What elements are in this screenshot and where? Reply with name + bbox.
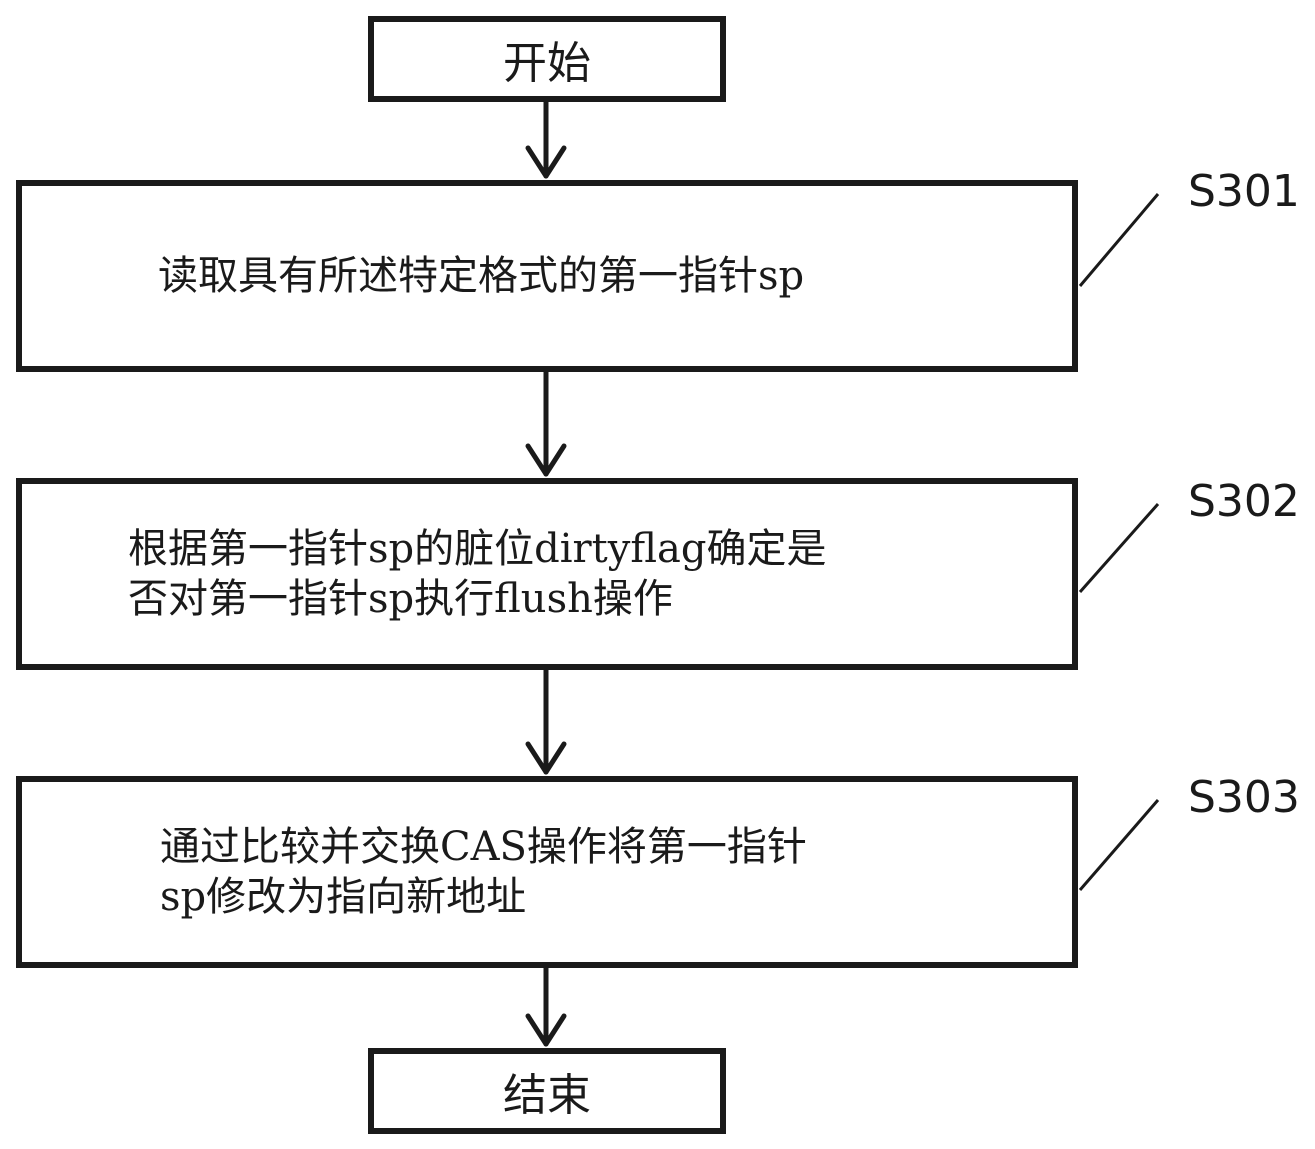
end-node: 结束 [368,1048,726,1134]
start-node: 开始 [368,16,726,102]
end-label: 结束 [503,1070,591,1121]
arrowhead-s303-to-end [525,1013,567,1047]
start-label: 开始 [503,38,591,89]
step-s302-text: 根据第一指针sp的脏位dirtyflag确定是 否对第一指针sp执行flush操… [128,524,826,624]
leader-line-s301 [1078,193,1160,287]
step-s302-id: S302 [1188,476,1300,527]
step-s302-line-2: 否对第一指针sp执行flush操作 [128,576,673,622]
step-s301-box: 读取具有所述特定格式的第一指针sp [16,180,1078,372]
arrowhead-s302-to-s303 [525,741,567,775]
arrowhead-s301-to-s302 [525,443,567,477]
step-s303-line-2: sp修改为指向新地址 [160,874,527,920]
step-s302-box: 根据第一指针sp的脏位dirtyflag确定是 否对第一指针sp执行flush操… [16,478,1078,670]
step-s301-id: S301 [1188,166,1300,217]
step-s303-text: 通过比较并交换CAS操作将第一指针 sp修改为指向新地址 [160,822,807,922]
leader-line-s303 [1078,799,1160,891]
arrowhead-start-to-s301 [525,145,567,179]
step-s303-box: 通过比较并交换CAS操作将第一指针 sp修改为指向新地址 [16,776,1078,968]
step-s301-text: 读取具有所述特定格式的第一指针sp [158,251,804,301]
step-s303-id: S303 [1188,772,1300,823]
step-s302-line-1: 根据第一指针sp的脏位dirtyflag确定是 [128,526,827,572]
leader-line-s302 [1078,503,1160,593]
step-s301-line-1: 读取具有所述特定格式的第一指针sp [158,253,805,299]
step-s303-line-1: 通过比较并交换CAS操作将第一指针 [160,824,807,870]
